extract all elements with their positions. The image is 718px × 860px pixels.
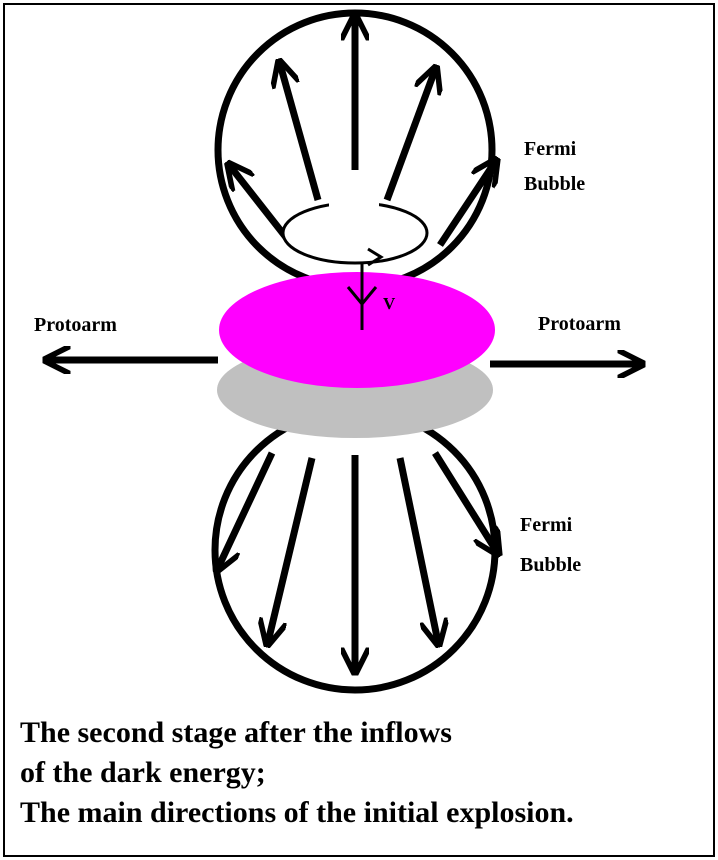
caption-line-1: The second stage after the inflows [20, 718, 452, 748]
top-arrow-upright [387, 70, 435, 200]
protoarm-right-label: Protoarm [538, 313, 621, 335]
fermi-top-label-line2: Bubble [524, 173, 585, 195]
fermi-bottom-label-line2: Bubble [520, 554, 581, 576]
bottom-arrow-downright [400, 458, 438, 642]
rotation-ellipse-gap [329, 201, 379, 209]
rotation-ellipse [283, 203, 427, 263]
bottom-arrow-downleft [268, 458, 312, 642]
fermi-top-label-line1: Fermi [524, 138, 577, 160]
bottom-arrow-left [218, 453, 272, 568]
caption-line-2: of the dark energy; [20, 758, 266, 788]
velocity-label: V [383, 294, 396, 313]
upper-disk [219, 272, 495, 388]
caption-line-3: The main directions of the initial explo… [20, 798, 574, 828]
bottom-bubble-arrows [218, 453, 497, 670]
protoarm-left-label: Protoarm [34, 314, 117, 336]
top-arrow-upleft [280, 64, 318, 200]
fermi-bottom-label-line1: Fermi [520, 514, 573, 536]
